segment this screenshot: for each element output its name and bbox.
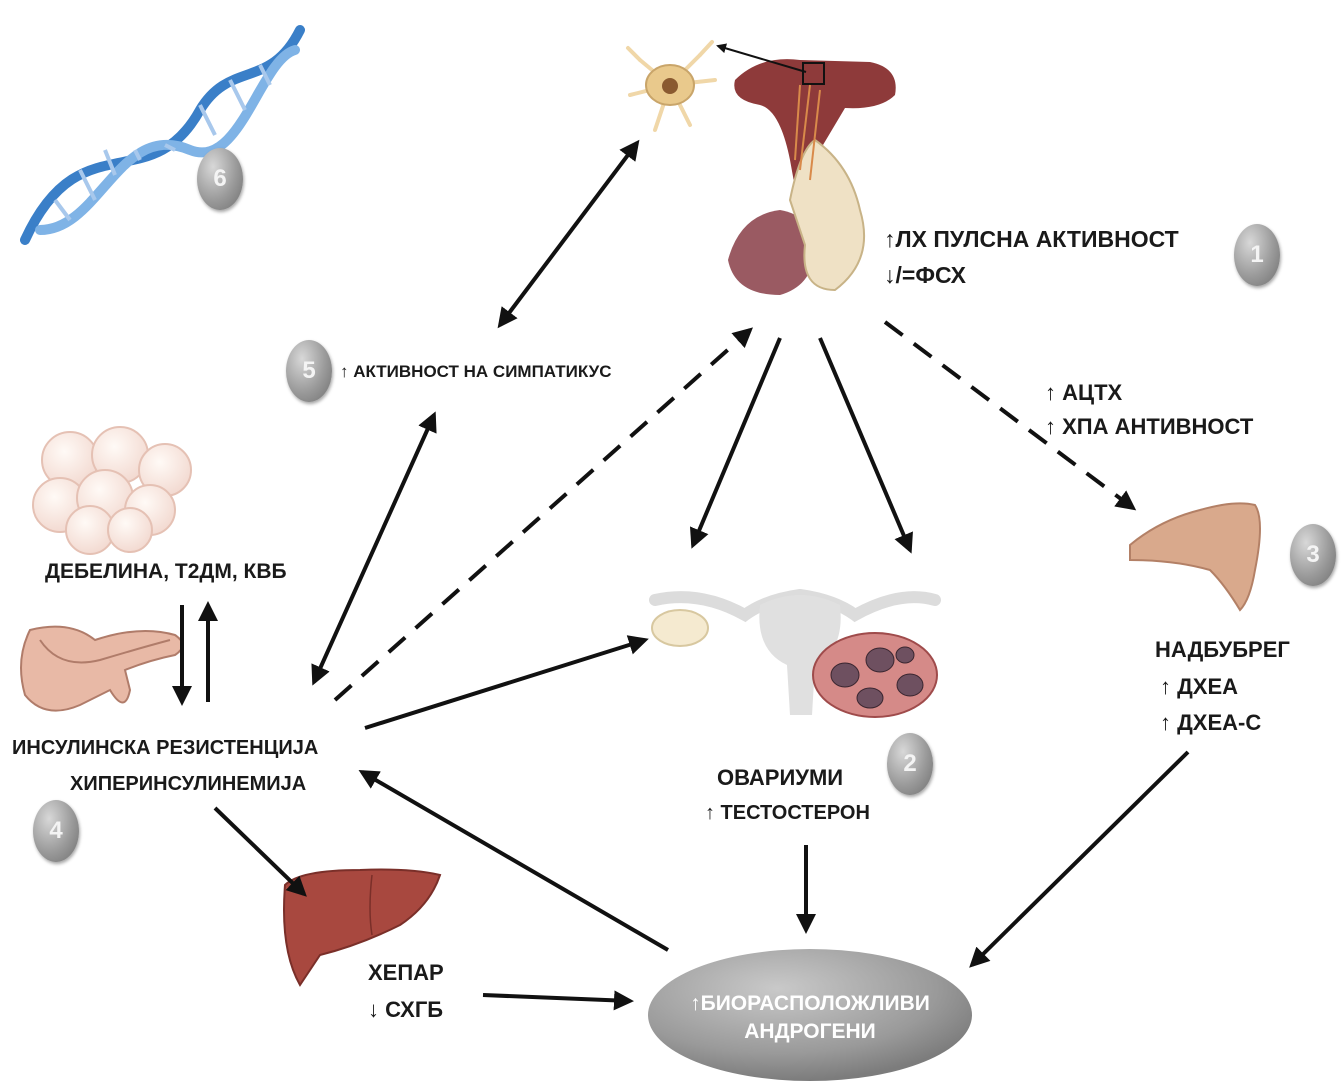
- pancreas-icon: [21, 627, 183, 711]
- acth-label: ↑ АЦТХ: [1045, 380, 1122, 405]
- badge-3: 3: [1290, 524, 1336, 586]
- obesity-label: ДЕБЕЛИНА, Т2ДМ, КВБ: [45, 560, 287, 584]
- androgens-label: ↑БИОРАСПОЛОЖЛИВИ АНДРОГЕНИ: [650, 990, 970, 1047]
- arrows: [182, 46, 1188, 1001]
- pituitary-gland-icon: [728, 59, 896, 295]
- fat-cells-icon: [33, 427, 191, 554]
- liver-label: ХЕПАР: [368, 960, 444, 985]
- arrow-insulin-to-ovaries: [365, 640, 645, 728]
- androgens-line2: АНДРОГЕНИ: [650, 1018, 970, 1046]
- arrow-androgens-to-insulin: [362, 772, 668, 950]
- dhea-s-label: ↑ ДХЕА-С: [1160, 710, 1261, 735]
- arrow-adrenal-to-androgens: [972, 752, 1188, 965]
- androgens-line1: ↑БИОРАСПОЛОЖЛИВИ: [650, 990, 970, 1018]
- testosterone-label: ↑ ТЕСТОСТЕРОН: [705, 802, 870, 825]
- uterus-ovaries-icon: [652, 595, 937, 717]
- shbg-label: ↓ СХГБ: [368, 997, 443, 1022]
- arrow-sympathetic-neuron: [500, 143, 637, 325]
- arrow-pituitary-to-ovary-right: [820, 338, 910, 550]
- arrow-pituitary-to-ovary-left: [693, 338, 780, 545]
- badge-6: 6: [197, 148, 243, 210]
- fsh-label: ↓/=ФСХ: [884, 262, 966, 288]
- arrow-liver-to-androgens: [483, 995, 630, 1001]
- badge-1: 1: [1234, 224, 1280, 286]
- badge-5: 5: [286, 340, 332, 402]
- dna-helix-icon: [25, 30, 300, 240]
- lh-pulse-label: ↑ЛХ ПУЛСНА АКТИВНОСТ: [884, 226, 1179, 252]
- badge-4: 4: [33, 800, 79, 862]
- insulin-resistance-label: ИНСУЛИНСКА РЕЗИСТЕНЦИЈА: [12, 737, 318, 760]
- hyperinsulinemia-label: ХИПЕРИНСУЛИНЕМИЈА: [70, 773, 306, 796]
- hpa-activity-label: ↑ ХПА АНТИВНОСТ: [1045, 414, 1253, 439]
- badge-2: 2: [887, 733, 933, 795]
- adrenal-gland-icon: [1130, 503, 1260, 610]
- neuron-icon: [628, 42, 715, 130]
- dhea-label: ↑ ДХЕА: [1160, 674, 1238, 699]
- ovaries-label: ОВАРИУМИ: [717, 765, 843, 790]
- arrow-sympathetic-insulin: [314, 415, 434, 682]
- sympathetic-activity-label: ↑ АКТИВНОСТ НА СИМПАТИКУС: [340, 362, 611, 382]
- arrow-insulin-to-liver: [215, 808, 304, 894]
- adrenal-label: НАДБУБРЕГ: [1155, 637, 1290, 662]
